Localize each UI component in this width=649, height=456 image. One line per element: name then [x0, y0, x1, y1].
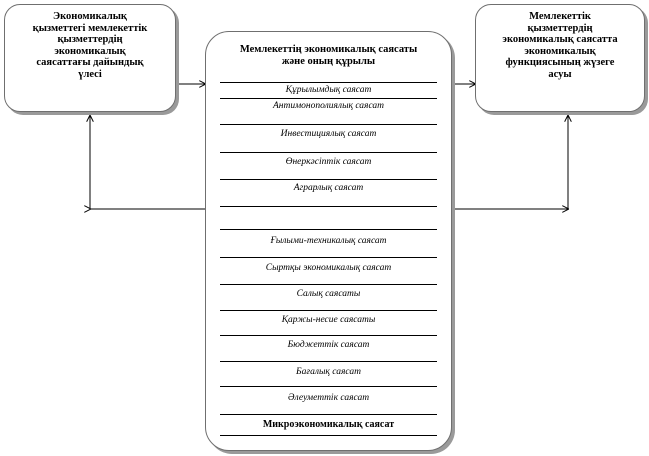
policy-item: Сыртқы экономикалық саясат — [265, 263, 392, 273]
policy-item: Құрылымдық саясат — [285, 85, 372, 95]
right-box-line: функциясының жүзеге — [505, 57, 615, 68]
policy-item: Бағалық саясат — [296, 367, 361, 377]
right-box-line: Мемлекеттік — [529, 11, 591, 22]
right-box-text: Мемлекеттік қызметтердің экономикалық са… — [484, 11, 636, 80]
policy-item: Инвестициялық саясат — [280, 129, 377, 139]
center-box-title: Мемлекеттің экономикалық саясаты және он… — [220, 44, 437, 68]
policy-item-footer: Микроэкономикалық саясат — [262, 419, 395, 430]
left-box-line: экономикалық — [54, 45, 126, 57]
divider — [220, 310, 437, 311]
divider — [220, 229, 437, 230]
left-box: Экономикалық қызметтегі мемлекеттік қызм… — [4, 4, 176, 112]
policy-item: Әлеуметтік саясат — [287, 393, 370, 403]
right-box-line: экономикалық — [524, 45, 596, 57]
policy-item: Қаржы-несие саясаты — [281, 315, 376, 325]
divider — [220, 335, 437, 336]
divider — [220, 435, 437, 436]
policy-item: Бюджеттік саясат — [287, 340, 370, 350]
divider — [220, 414, 437, 415]
divider — [220, 179, 437, 180]
left-box-line: үлесі — [78, 68, 102, 80]
divider — [220, 152, 437, 153]
divider — [220, 361, 437, 362]
left-box-line: Экономикалық — [53, 11, 127, 22]
policy-item: Салық саясаты — [296, 289, 361, 299]
left-box-text: Экономикалық қызметтегі мемлекеттік қызм… — [13, 11, 167, 80]
center-box: Мемлекеттің экономикалық саясаты және он… — [205, 31, 452, 451]
left-box-line: қызметтердің — [57, 34, 123, 45]
policy-item: Аграрлық саясат — [293, 183, 364, 193]
divider — [220, 124, 437, 125]
policy-item: Антимонополиялық саясат — [272, 101, 385, 111]
center-title-line: және оның құрылы — [281, 56, 376, 67]
divider — [220, 386, 437, 387]
divider — [220, 82, 437, 83]
right-box-line: асуы — [548, 68, 572, 80]
divider — [220, 284, 437, 285]
divider — [220, 257, 437, 258]
center-title-line: Мемлекеттің экономикалық саясаты — [239, 44, 418, 55]
left-box-line: саясаттағы дайындық — [36, 57, 144, 68]
policy-item: Өнеркәсіптік саясат — [285, 157, 372, 167]
left-box-line: қызметтегі мемлекеттік — [32, 22, 148, 34]
divider — [220, 206, 437, 207]
right-box-line: қызметтердің — [527, 22, 593, 34]
divider — [220, 98, 437, 99]
policy-item: Ғылыми-техникалық саясат — [270, 236, 387, 246]
right-box-line: экономикалық саясатта — [502, 34, 618, 45]
right-box: Мемлекеттік қызметтердің экономикалық са… — [475, 4, 645, 112]
